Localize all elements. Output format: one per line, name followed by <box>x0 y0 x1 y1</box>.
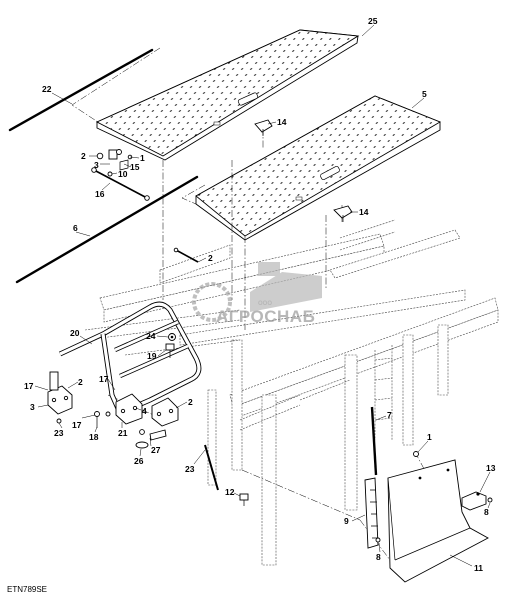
callout-2-right: 2 <box>188 397 193 407</box>
callout-2-upper: 2 <box>81 151 86 161</box>
callout-15: 15 <box>130 162 140 172</box>
callout-14-upper: 14 <box>277 117 287 127</box>
callout-1-upper: 1 <box>140 153 145 163</box>
callout-8-right: 8 <box>484 507 489 517</box>
fastener-8 <box>487 497 493 503</box>
callout-17-mid: 17 <box>99 374 109 384</box>
callout-26: 26 <box>134 456 144 466</box>
hardware-18-21 <box>94 411 219 491</box>
rod-22 <box>8 48 154 132</box>
callout-1-lower: 1 <box>427 432 432 442</box>
callout-23-right: 23 <box>185 464 195 474</box>
callout-18: 18 <box>89 432 99 442</box>
callout-2-rod: 2 <box>208 253 213 263</box>
bracket-2-right <box>151 397 179 427</box>
bracket-3 <box>47 371 73 424</box>
callout-8-lower: 8 <box>376 552 381 562</box>
floor-plate-5 <box>195 95 442 241</box>
callout-25: 25 <box>368 16 378 26</box>
fastener-1-lower <box>413 451 419 457</box>
callout-7: 7 <box>387 410 392 420</box>
callout-24: 24 <box>146 331 156 341</box>
callout-16: 16 <box>95 189 105 199</box>
callout-12: 12 <box>225 487 235 497</box>
watermark-prefix: ООО <box>258 301 272 307</box>
callout-2-left: 2 <box>78 377 83 387</box>
callout-20: 20 <box>70 328 80 338</box>
rod-6 <box>15 175 199 284</box>
callout-11: 11 <box>474 563 483 573</box>
callout-5: 5 <box>422 89 427 99</box>
callout-17-left: 17 <box>24 381 34 391</box>
spring-rod-16 <box>91 167 150 201</box>
callout-3-left: 3 <box>30 402 35 412</box>
callout-9: 9 <box>344 516 349 526</box>
callout-4: 4 <box>142 406 147 416</box>
rod-2-short <box>173 247 199 263</box>
callout-23-left: 23 <box>54 428 64 438</box>
callout-14-lower: 14 <box>359 207 369 217</box>
callout-6: 6 <box>73 223 78 233</box>
guard-panel-11 <box>387 459 489 583</box>
watermark-logo: ООО АГРОСНАБ <box>192 262 322 326</box>
bracket-4 <box>115 393 143 425</box>
clip-14-upper <box>254 119 273 136</box>
floor-plate-25 <box>95 29 360 161</box>
callout-labels: 25 22 5 14 2 3 1 15 10 16 14 6 2 20 24 1… <box>24 16 496 573</box>
rail-7 <box>370 406 378 476</box>
watermark-brand: АГРОСНАБ <box>216 307 315 326</box>
bracket-13 <box>461 491 487 511</box>
toothed-plate-9 <box>364 477 381 549</box>
callout-10: 10 <box>118 169 128 179</box>
callout-17-low: 17 <box>72 420 82 430</box>
fastener-group-upper <box>96 149 133 177</box>
leader-lines <box>34 24 491 567</box>
callout-13: 13 <box>486 463 496 473</box>
callout-19: 19 <box>147 351 157 361</box>
hardware-24-19 <box>165 333 176 358</box>
callout-27: 27 <box>151 445 161 455</box>
bolt-12 <box>239 493 249 506</box>
callout-22: 22 <box>42 84 52 94</box>
clip-14-lower <box>333 205 353 222</box>
figure-reference-code: ETN789SE <box>7 585 47 594</box>
callout-3-upper: 3 <box>94 160 99 170</box>
callout-21: 21 <box>118 428 128 438</box>
